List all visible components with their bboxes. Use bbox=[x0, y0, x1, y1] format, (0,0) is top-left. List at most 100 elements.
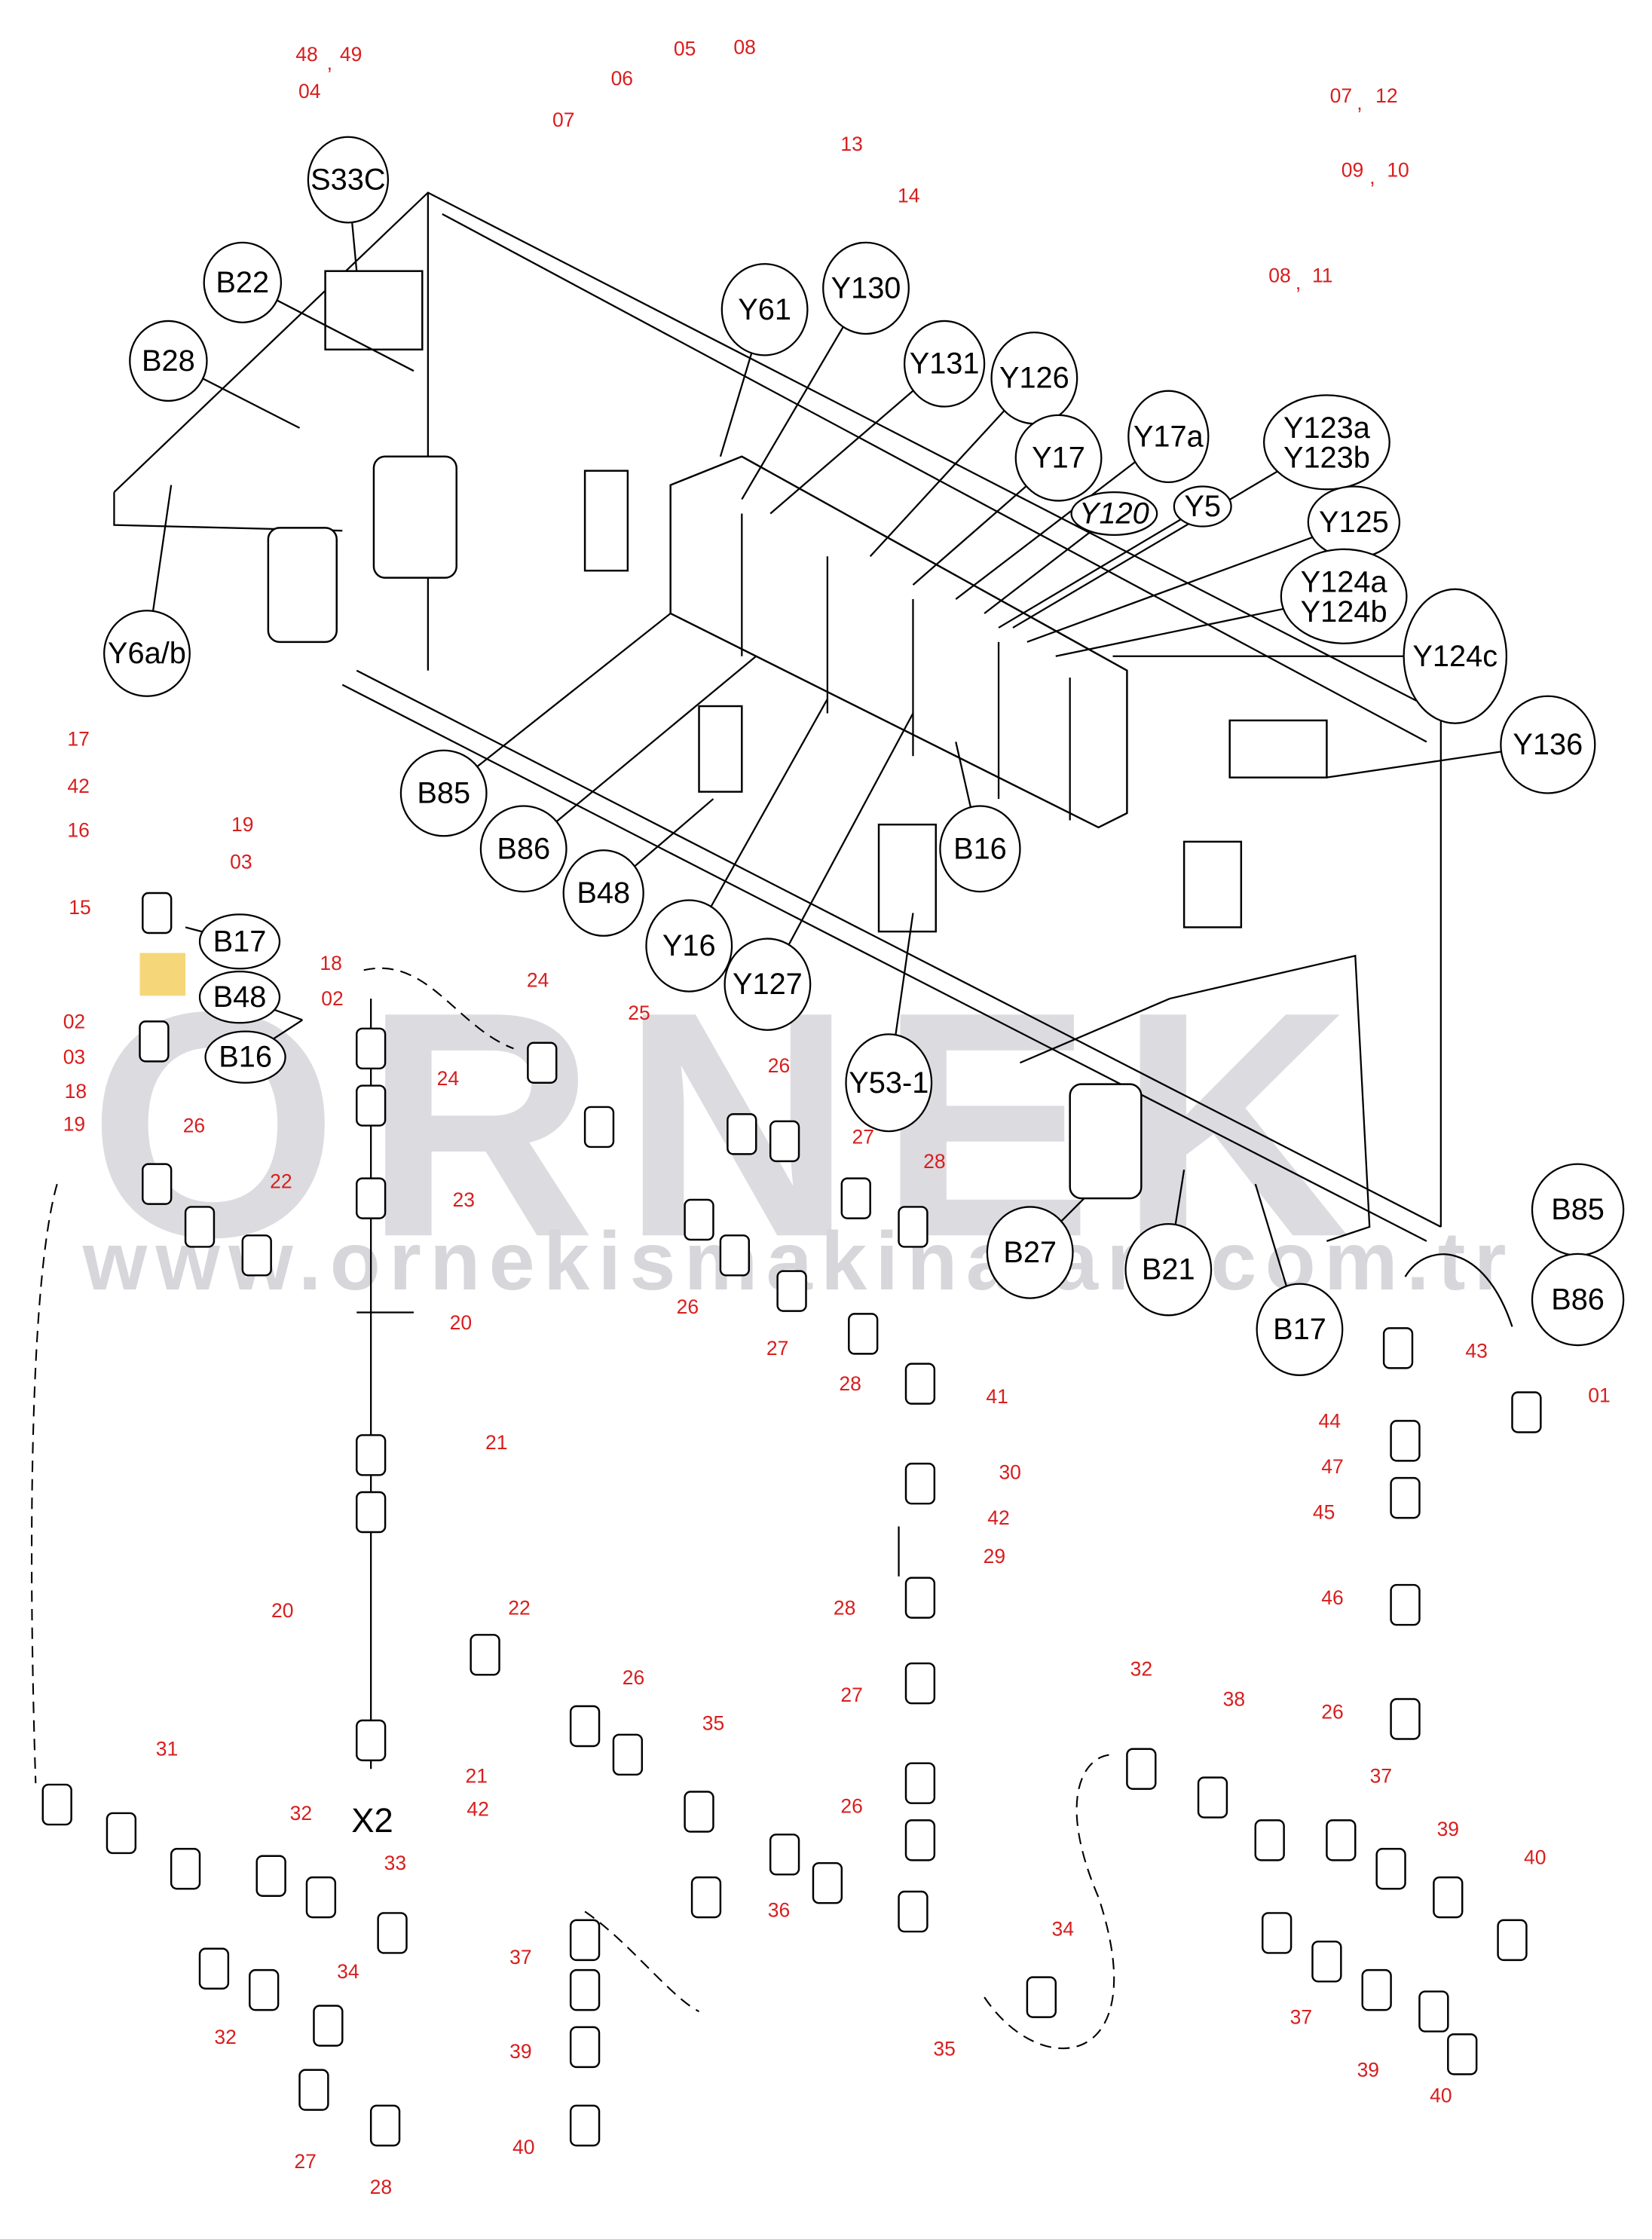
part-number: 28 bbox=[370, 2176, 392, 2198]
callout-b85: B85 bbox=[1531, 1163, 1625, 1256]
fitting bbox=[1447, 2033, 1478, 2075]
part-number: 20 bbox=[450, 1311, 472, 1334]
part-number: 14 bbox=[898, 184, 919, 206]
fitting bbox=[305, 1876, 337, 1919]
callout-label: Y5 bbox=[1184, 490, 1221, 523]
fitting bbox=[684, 1198, 714, 1241]
part-number: 37 bbox=[1290, 2006, 1312, 2029]
part-number: , bbox=[1296, 271, 1301, 294]
part-number: 35 bbox=[702, 1712, 724, 1735]
part-number: 01 bbox=[1588, 1384, 1610, 1406]
callout-y130: Y130 bbox=[822, 241, 910, 335]
part-number: 07 bbox=[1330, 84, 1352, 107]
callout-y16: Y16 bbox=[645, 899, 733, 993]
fitting bbox=[377, 1912, 408, 1954]
callout-bubble bbox=[645, 899, 733, 993]
part-number: 17 bbox=[67, 728, 89, 751]
part-number: 27 bbox=[852, 1126, 873, 1149]
part-number: 13 bbox=[840, 133, 862, 155]
fitting bbox=[1311, 1941, 1342, 1983]
callout-bubble bbox=[1531, 1253, 1625, 1347]
leader-line bbox=[522, 655, 757, 850]
callout-bubble bbox=[562, 849, 644, 937]
callout-label: Y61 bbox=[738, 293, 791, 326]
callout-label: Y131 bbox=[910, 347, 980, 381]
part-number: 10 bbox=[1387, 158, 1409, 181]
fitting bbox=[1390, 1420, 1421, 1462]
callout-bubble bbox=[129, 320, 208, 402]
callout-bubble bbox=[1280, 548, 1408, 644]
callout-b86: B86 bbox=[1531, 1253, 1625, 1347]
part-number: 40 bbox=[1430, 2085, 1452, 2107]
callout-b22: B22 bbox=[203, 241, 283, 323]
callout-y17: Y17 bbox=[1014, 414, 1103, 502]
fittings bbox=[41, 892, 1542, 2147]
fitting bbox=[198, 1947, 230, 1990]
part-number: 09 bbox=[1341, 158, 1363, 181]
part-number: 05 bbox=[674, 37, 696, 60]
part-number: 27 bbox=[840, 1684, 862, 1706]
part-number: 07 bbox=[552, 109, 574, 131]
fitting bbox=[769, 1834, 800, 1876]
part-number: 02 bbox=[63, 1010, 85, 1032]
leader-line bbox=[442, 613, 672, 794]
callout-b17: B17 bbox=[1256, 1283, 1344, 1376]
fitting bbox=[612, 1733, 644, 1776]
callout-bubble bbox=[204, 1030, 286, 1084]
fitting bbox=[1390, 1698, 1421, 1740]
callout-bubble bbox=[198, 913, 281, 970]
fitting bbox=[1497, 1919, 1528, 1962]
fitting bbox=[1126, 1748, 1157, 1790]
callout-label: Y123a bbox=[1283, 411, 1371, 445]
callout-bubble bbox=[479, 805, 567, 893]
callout-bubble bbox=[1256, 1283, 1344, 1376]
part-number: 37 bbox=[1370, 1765, 1392, 1788]
fitting bbox=[569, 1968, 601, 2011]
callout-bubble bbox=[720, 263, 809, 356]
fitting bbox=[1390, 1476, 1421, 1519]
fitting bbox=[904, 1662, 936, 1705]
callout-b85: B85 bbox=[399, 749, 488, 837]
part-number: 34 bbox=[1051, 1917, 1073, 1940]
fitting bbox=[355, 1434, 387, 1476]
callout-label: S33C bbox=[311, 164, 385, 197]
fitting bbox=[255, 1855, 286, 1897]
fitting bbox=[355, 1177, 387, 1219]
part-number: 43 bbox=[1465, 1340, 1487, 1363]
callout-label: B17 bbox=[213, 925, 267, 958]
fitting bbox=[369, 2104, 401, 2147]
fitting bbox=[355, 1719, 387, 1762]
callout-y120: Y120 bbox=[1070, 491, 1158, 537]
callout-b27: B27 bbox=[986, 1206, 1074, 1299]
callout-bubble bbox=[1403, 588, 1508, 724]
callout-bubble bbox=[103, 610, 191, 697]
fitting bbox=[1433, 1876, 1464, 1919]
fitting bbox=[527, 1042, 558, 1084]
fitting bbox=[769, 1120, 800, 1163]
callout-label: B21 bbox=[1142, 1253, 1195, 1286]
callout-b21: B21 bbox=[1124, 1223, 1213, 1317]
callout-label: B48 bbox=[213, 980, 267, 1014]
part-number: 19 bbox=[231, 813, 253, 836]
leader-line bbox=[1026, 521, 1354, 643]
fitting bbox=[1262, 1912, 1293, 1954]
fitting bbox=[569, 2026, 601, 2069]
callout-label: B86 bbox=[1551, 1283, 1605, 1316]
part-number: 40 bbox=[512, 2136, 534, 2158]
part-number: 49 bbox=[340, 43, 362, 66]
fitting bbox=[142, 892, 173, 934]
fitting bbox=[1375, 1848, 1406, 1890]
fitting bbox=[898, 1890, 928, 1933]
fitting bbox=[1026, 1976, 1057, 2018]
part-number: 32 bbox=[214, 2026, 236, 2048]
part-number: 32 bbox=[1130, 1658, 1152, 1681]
part-number: 20 bbox=[271, 1599, 293, 1622]
fitting bbox=[727, 1113, 757, 1155]
fitting bbox=[1326, 1819, 1357, 1861]
callout-label: Y130 bbox=[831, 271, 901, 304]
callout-bubble bbox=[845, 1033, 933, 1133]
callout-label: B86 bbox=[497, 832, 550, 865]
